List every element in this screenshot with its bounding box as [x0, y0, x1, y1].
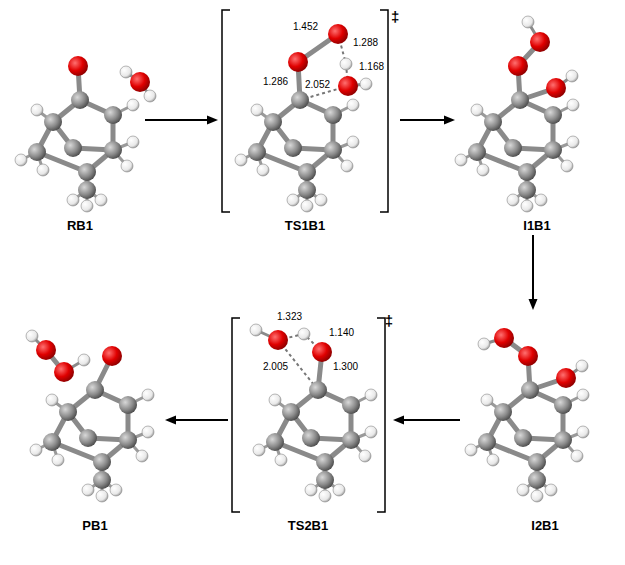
bond-length: 1.323 [276, 311, 303, 322]
structure-node: I2B1 [460, 310, 610, 535]
bond-length: 1.286 [262, 76, 289, 87]
bond-length: 1.452 [292, 21, 319, 32]
bond-length: 1.288 [352, 37, 379, 48]
structure-node: PB1 [15, 310, 165, 535]
structure-label: TS2B1 [288, 518, 328, 533]
reaction-arrow [400, 116, 455, 125]
structure-label: PB1 [82, 518, 107, 533]
transition-state-mark: ‡ [391, 8, 399, 25]
bond-length: 2.005 [262, 361, 289, 372]
reaction-arrow [393, 416, 460, 425]
bond-length: 2.052 [304, 79, 331, 90]
reaction-arrow [165, 416, 228, 425]
bond-length: 1.140 [328, 327, 355, 338]
reaction-arrow [145, 116, 218, 125]
structure-node: I1B1 [455, 10, 605, 235]
structure-node: RB1 [15, 10, 145, 235]
structure-label: TS1B1 [285, 218, 325, 233]
structure-node: TS2B1 ‡ [228, 310, 393, 535]
reaction-arrow [529, 235, 538, 310]
structure-label: RB1 [67, 218, 93, 233]
bond-length: 1.300 [332, 361, 359, 372]
structure-label: I2B1 [531, 518, 558, 533]
bond-length: 1.168 [358, 61, 385, 72]
transition-state-mark: ‡ [385, 312, 393, 329]
structure-label: I1B1 [523, 218, 550, 233]
